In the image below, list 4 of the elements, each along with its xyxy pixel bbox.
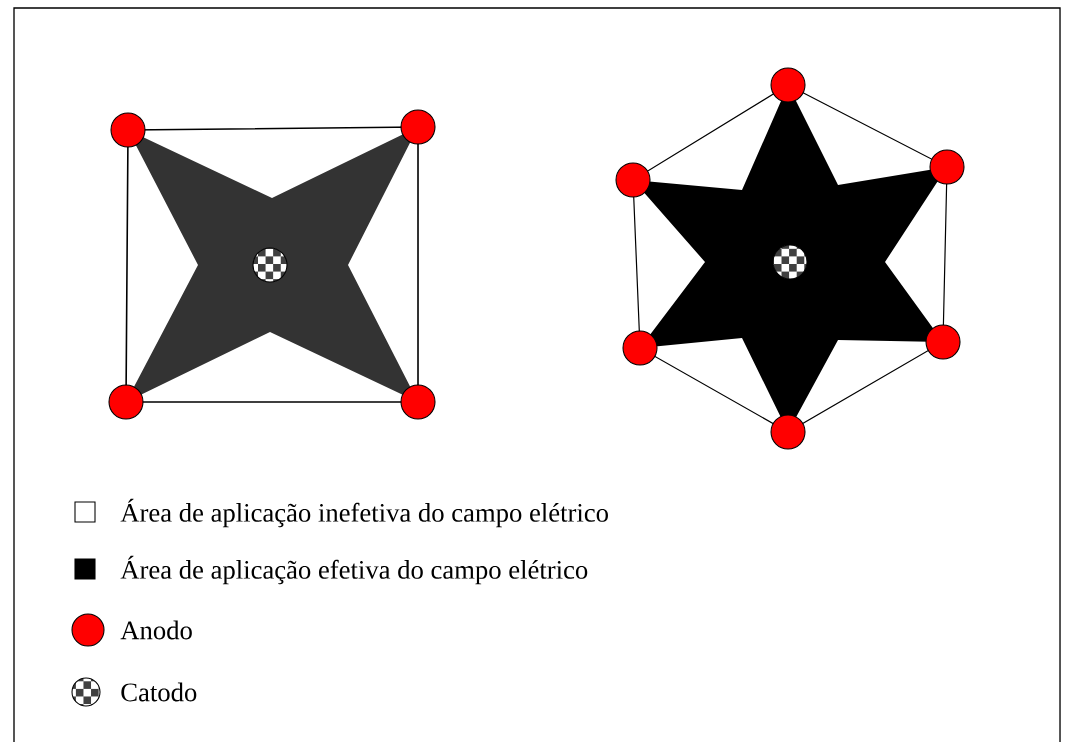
legend-text: Catodo — [121, 682, 197, 702]
legend-text: Anodo — [120, 620, 192, 640]
legend-text: Área de aplicação inefetiva do campo elétrico — [120, 498, 608, 528]
legend-text: Área de aplicação efetiva do campo elétrico — [120, 555, 588, 585]
